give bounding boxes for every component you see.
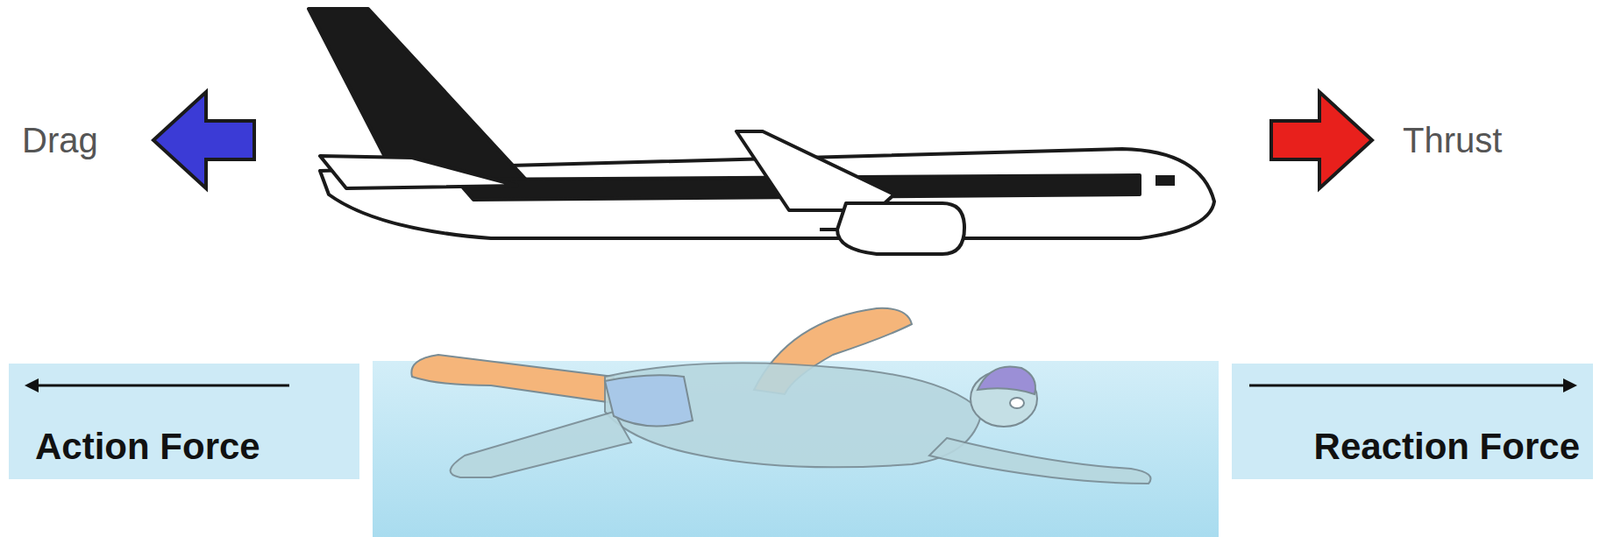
airplane [308, 8, 1215, 255]
force-name: Thrust [1402, 120, 1502, 160]
force-label: Action Force [35, 426, 261, 468]
thrust-arrow [1271, 92, 1373, 189]
force-name: Drag [21, 120, 99, 160]
force-panel: Reaction Force [1231, 363, 1593, 480]
force-label: Reaction Force [1314, 426, 1580, 468]
force-arrow [1231, 363, 1593, 408]
drag-arrow [153, 92, 255, 189]
force-panel: Action Force [8, 363, 360, 480]
swimmer [411, 308, 1151, 484]
force-arrow [8, 363, 360, 408]
